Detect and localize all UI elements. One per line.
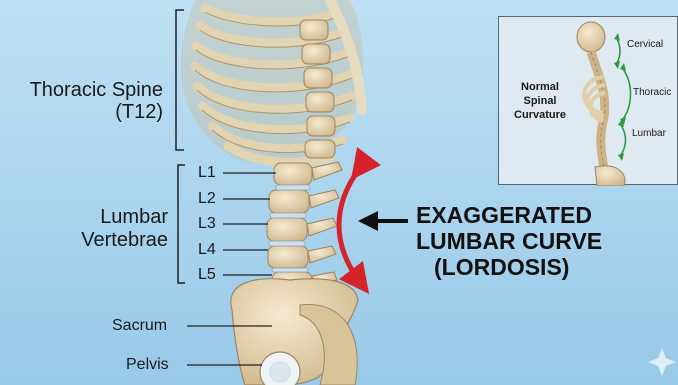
- level-l4-label: L4: [198, 241, 216, 259]
- pelvis-sacrum: [231, 279, 358, 385]
- vertebrae-label: Vertebrae: [81, 229, 168, 251]
- lumbar-label: Lumbar: [100, 206, 168, 228]
- inset-thoracic-label: Thoracic: [633, 87, 671, 98]
- callout-line-2: LUMBAR CURVE: [416, 229, 602, 254]
- pelvis-label: Pelvis: [126, 356, 169, 374]
- thoracic-t12-label: (T12): [115, 101, 163, 123]
- level-l2-label: L2: [198, 190, 216, 208]
- level-l3-label: L3: [198, 215, 216, 233]
- sacrum-label: Sacrum: [112, 317, 167, 335]
- callout-line-1: EXAGGERATED: [416, 203, 592, 228]
- normal-curvature-inset: Normal Spinal Curvature Cervical Thoraci…: [498, 16, 678, 185]
- inset-title-line-3: Curvature: [511, 109, 569, 121]
- inset-cervical-label: Cervical: [627, 39, 663, 50]
- inset-title-line-2: Spinal: [511, 95, 569, 107]
- callout-line-3: (LORDOSIS): [434, 255, 569, 280]
- level-l1-label: L1: [198, 164, 216, 182]
- thoracic-spine-label: Thoracic Spine: [30, 79, 163, 101]
- inset-lumbar-label: Lumbar: [632, 128, 666, 139]
- level-l5-label: L5: [198, 266, 216, 284]
- inset-title-line-1: Normal: [511, 81, 569, 93]
